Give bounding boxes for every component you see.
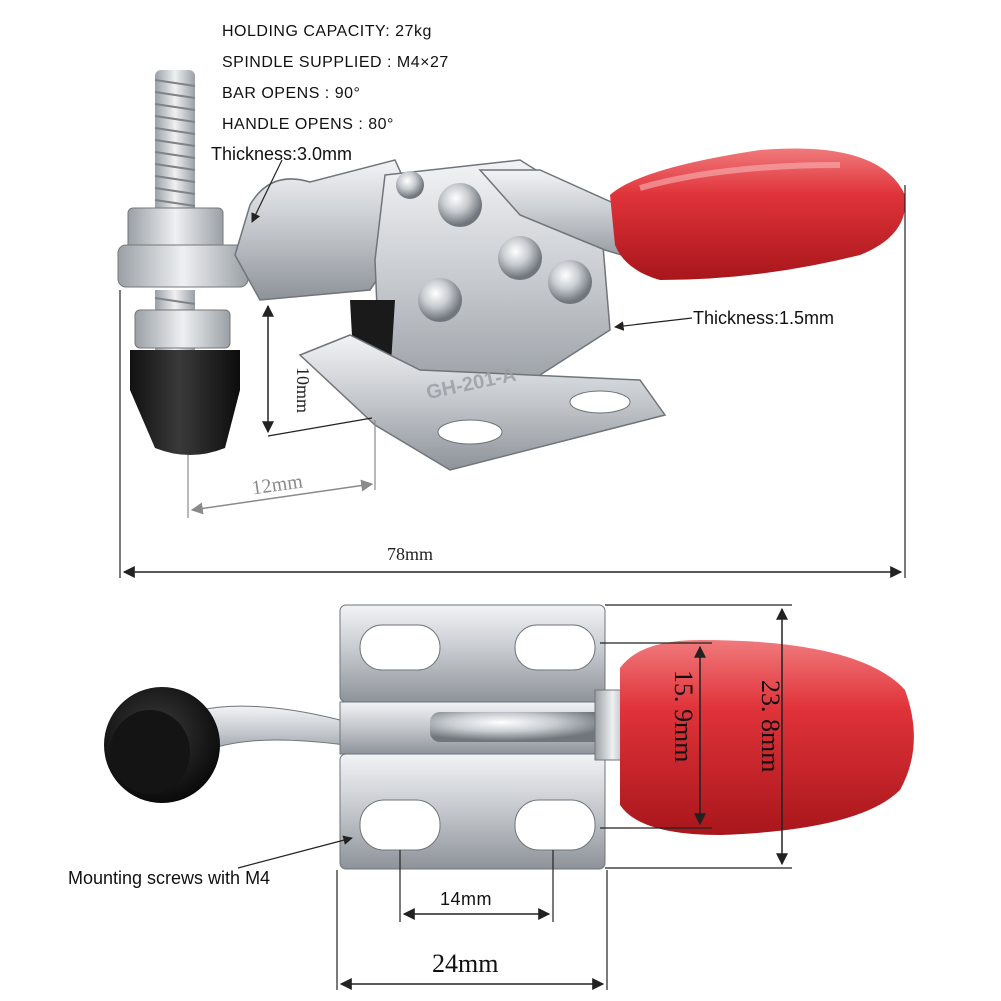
spec-handle-opens: HANDLE OPENS : 80°	[222, 116, 394, 133]
thickness-body-label: Thickness:1.5mm	[693, 308, 834, 328]
spec-spindle-supplied: SPINDLE SUPPLIED : M4×27	[222, 54, 449, 71]
upper-hole-2	[514, 624, 596, 671]
upper-hole-1	[359, 624, 441, 671]
thickness-top-label: Thickness:3.0mm	[211, 144, 352, 164]
mounting-leader	[237, 835, 353, 869]
base-plate	[298, 334, 667, 471]
dim-24mm: 24mm	[336, 870, 608, 990]
dim-24mm-label: 24mm	[432, 949, 498, 978]
dim-14mm-label: 14mm	[440, 889, 492, 909]
spec-bar-opens: BAR OPENS : 90°	[222, 85, 360, 102]
side-view-illustration: GH-201-A	[117, 70, 906, 471]
dim-10mm-label: 10mm	[293, 367, 313, 413]
rivet-2	[498, 236, 542, 280]
base-hole-1	[437, 419, 503, 445]
spec-holding-capacity: HOLDING CAPACITY: 27kg	[222, 23, 432, 40]
dim-14mm: 14mm	[399, 850, 554, 922]
spec-list: HOLDING CAPACITY: 27kg SPINDLE SUPPLIED …	[222, 23, 449, 133]
lower-hole-2	[514, 799, 596, 851]
red-handle-top	[620, 640, 914, 835]
dim-78mm-label: 78mm	[387, 544, 433, 564]
dim-23-8mm: 23. 8mm	[605, 604, 792, 869]
rivet-3	[548, 260, 592, 304]
mounting-screws-label: Mounting screws with M4	[68, 868, 270, 888]
red-handle-grip	[610, 148, 906, 280]
thickness-leaders	[251, 159, 693, 331]
middle-pin	[430, 712, 610, 742]
lower-nut	[134, 309, 231, 349]
rivet-4	[418, 278, 462, 322]
washer	[117, 244, 249, 288]
dim-10mm: 10mm	[262, 304, 373, 437]
rivet-5	[396, 171, 424, 199]
base-hole-2	[569, 390, 631, 414]
rivet-1	[438, 183, 482, 227]
top-view-illustration	[104, 604, 914, 870]
rubber-tip	[130, 350, 240, 455]
dim-78mm: 78mm	[119, 185, 906, 578]
lower-hole-1	[359, 799, 441, 851]
upper-nut	[127, 207, 224, 251]
dim-15-9mm-label: 15. 9mm	[669, 670, 698, 762]
dim-23-8mm-label: 23. 8mm	[756, 680, 785, 772]
dim-15-9mm: 15. 9mm	[600, 642, 712, 829]
